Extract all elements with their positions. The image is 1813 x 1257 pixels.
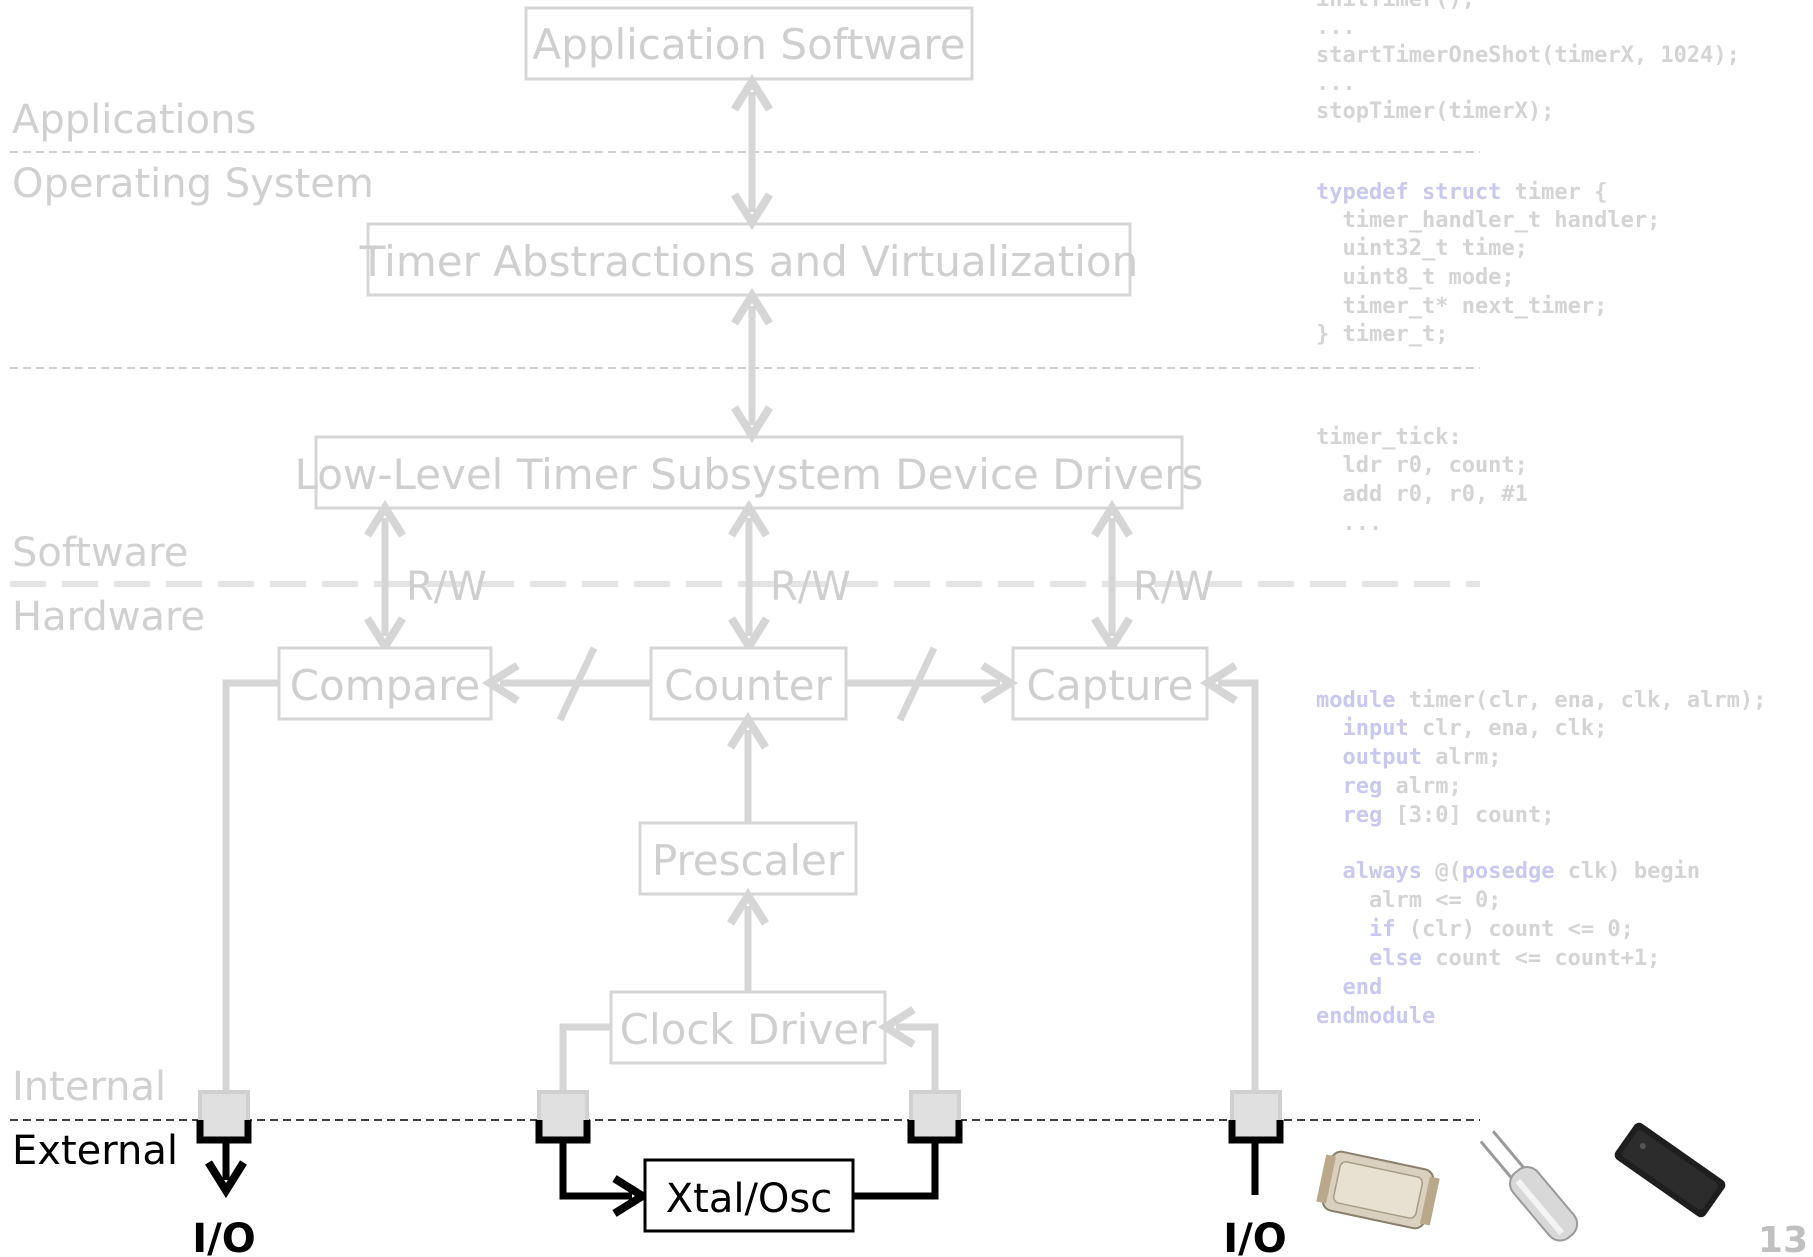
code-app: initTimer(); ... startTimerOneShot(timer… <box>1316 0 1740 124</box>
svg-text:...: ... <box>1316 511 1382 536</box>
clock-driver-right-wire <box>877 1006 939 1098</box>
clock-driver-label: Clock Driver <box>620 1005 877 1054</box>
io-label-right: I/O <box>1223 1216 1287 1257</box>
oscillator-package-image <box>1614 1122 1726 1218</box>
svg-text:...: ... <box>1316 15 1356 40</box>
svg-text:if (clr) count <= 0;: if (clr) count <= 0; <box>1316 917 1634 942</box>
layer-label-hardware: Hardware <box>12 594 205 640</box>
svg-text:add r0, r0, #1: add r0, r0, #1 <box>1316 482 1528 507</box>
crystal-cylinder-image <box>1479 1130 1579 1242</box>
capture-label: Capture <box>1027 661 1194 710</box>
low-level-drivers-label: Low-Level Timer Subsystem Device Drivers <box>295 450 1204 499</box>
capture-input-wire <box>1199 662 1259 1098</box>
svg-text:uint8_t mode;: uint8_t mode; <box>1316 265 1515 290</box>
io-label-left: I/O <box>192 1216 256 1257</box>
rw-label-compare: R/W <box>406 564 487 610</box>
xtal-osc-label: Xtal/Osc <box>666 1176 833 1222</box>
layer-label-applications: Applications <box>12 97 256 143</box>
prescaler-label: Prescaler <box>652 836 845 885</box>
rw-label-capture: R/W <box>1133 564 1214 610</box>
crystal-smd-image <box>1316 1150 1440 1230</box>
svg-text:stopTimer(timerX);: stopTimer(timerX); <box>1316 99 1554 124</box>
pin-xtal-right <box>907 1090 963 1144</box>
layer-label-external: External <box>12 1128 178 1174</box>
svg-text:uint32_t time;: uint32_t time; <box>1316 236 1528 261</box>
svg-text:timer_t* next_timer;: timer_t* next_timer; <box>1316 294 1607 319</box>
counter-box <box>649 646 848 721</box>
application-software-label: Application Software <box>532 20 965 69</box>
layer-label-operating-system: Operating System <box>12 161 374 207</box>
svg-text:initTimer();: initTimer(); <box>1316 0 1475 12</box>
capture-box <box>1011 646 1209 721</box>
code-asm: timer_tick: ldr r0, count; add r0, r0, #… <box>1316 425 1528 536</box>
code-verilog: module timer(clr, ena, clk, alrm); input… <box>1316 688 1766 1029</box>
pin-xtal-left <box>535 1090 591 1144</box>
pin-compare <box>196 1090 252 1144</box>
svg-text:output alrm;: output alrm; <box>1316 745 1501 770</box>
svg-text:input clr, ena, clk;: input clr, ena, clk; <box>1316 716 1607 741</box>
compare-label: Compare <box>290 661 481 710</box>
pin-capture <box>1228 1090 1284 1144</box>
application-software-box <box>524 6 974 81</box>
svg-text:timer_tick:: timer_tick: <box>1316 425 1462 450</box>
svg-text:else count <= count+1;: else count <= count+1; <box>1316 946 1660 971</box>
compare-box <box>277 646 493 721</box>
svg-text:reg [3:0] count;: reg [3:0] count; <box>1316 803 1554 828</box>
xtal-osc-box <box>643 1158 855 1233</box>
rw-label-counter: R/W <box>770 564 851 610</box>
layer-label-internal: Internal <box>12 1064 166 1110</box>
svg-text:timer_handler_t handler;: timer_handler_t handler; <box>1316 208 1660 233</box>
xtal-left-wire <box>559 1140 651 1217</box>
svg-text:endmodule: endmodule <box>1316 1004 1435 1029</box>
svg-text:startTimerOneShot(timerX, 1024: startTimerOneShot(timerX, 1024); <box>1316 43 1740 68</box>
timer-abstractions-label: Timer Abstractions and Virtualization <box>359 237 1138 286</box>
svg-text:reg alrm;: reg alrm; <box>1316 774 1462 799</box>
svg-text:...: ... <box>1316 71 1356 96</box>
layer-label-software: Software <box>12 530 188 576</box>
svg-text:module timer(clr, ena, clk, al: module timer(clr, ena, clk, alrm); <box>1316 688 1766 713</box>
compare-output-wire <box>222 679 279 1098</box>
page-number: 13 <box>1758 1220 1808 1257</box>
counter-label: Counter <box>664 661 833 710</box>
bus-slash-compare <box>556 646 598 722</box>
code-os: typedef struct timer { timer_handler_t h… <box>1316 180 1660 347</box>
svg-text:typedef struct timer {: typedef struct timer { <box>1316 180 1607 205</box>
svg-text:ldr r0, count;: ldr r0, count; <box>1316 453 1528 478</box>
low-level-drivers-box <box>314 435 1184 510</box>
xtal-right-wire <box>853 1140 939 1200</box>
bus-slash-capture <box>896 646 938 722</box>
clock-driver-left-wire <box>559 1023 611 1098</box>
svg-text:} timer_t;: } timer_t; <box>1316 322 1448 347</box>
svg-text:end: end <box>1316 975 1382 1000</box>
svg-text:alrm <= 0;: alrm <= 0; <box>1316 888 1501 913</box>
svg-text:always @(posedge clk) begin: always @(posedge clk) begin <box>1316 859 1700 884</box>
